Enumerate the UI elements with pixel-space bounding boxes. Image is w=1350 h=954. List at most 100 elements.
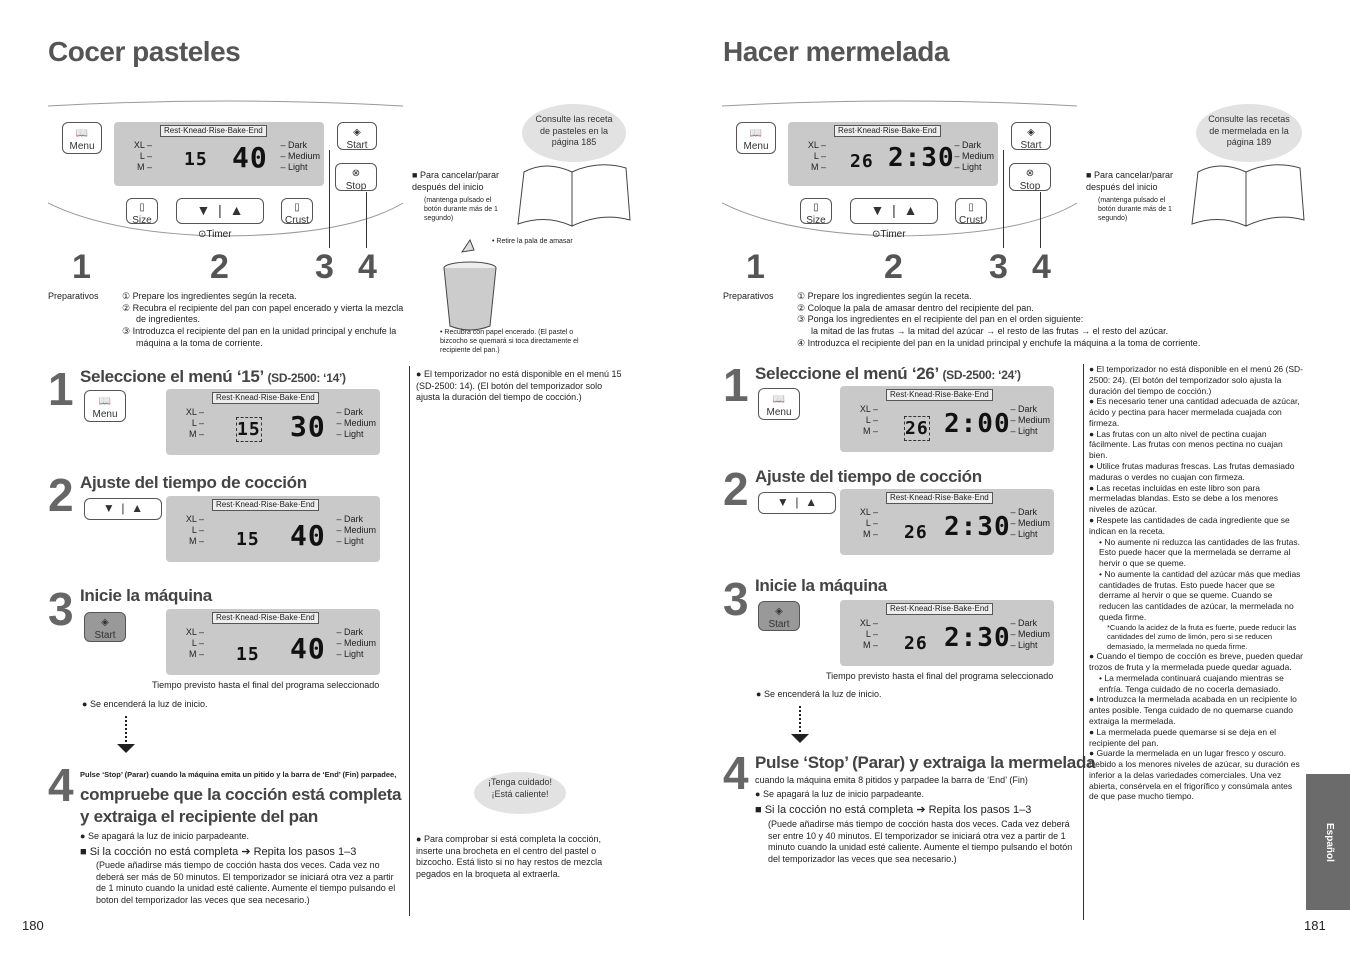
panel-outline-left xyxy=(48,100,404,237)
start-button[interactable]: ◈Start xyxy=(337,122,377,151)
time-adjust-buttons[interactable]: ▼ | ▲ xyxy=(176,198,264,224)
divider-right xyxy=(1083,364,1084,920)
pan-note: • Recubra con papel encerado. (El pastel… xyxy=(440,329,579,355)
step-4-intro: Pulse ‘Stop’ (Parar) cuando la máquina e… xyxy=(80,770,397,779)
start-icon: ◈ xyxy=(353,127,361,138)
flow-dots-right xyxy=(799,706,801,732)
step-3-number: 3 xyxy=(48,583,74,635)
note-item: ● Respete las cantidades de cada ingredi… xyxy=(1089,514,1290,536)
crust-button[interactable]: ▯Crust xyxy=(281,198,313,226)
r-step-4-heading: Pulse ‘Stop’ (Parar) y extraiga la merme… xyxy=(755,753,1096,772)
stop-button[interactable]: ⊗Stop xyxy=(335,163,377,192)
r-step4-detail: (Puede añadirse más tiempo de cocción ha… xyxy=(768,819,1073,865)
step-4-number: 4 xyxy=(48,759,74,811)
book-illustration xyxy=(517,164,631,227)
start-button-step3[interactable]: ◈Start xyxy=(84,612,126,642)
loaf-icon: ▯ xyxy=(139,202,145,213)
menu-button-right[interactable]: 📖Menu xyxy=(736,122,776,154)
menu-button-r-step1[interactable]: 📖Menu xyxy=(758,388,800,420)
notes-column: ● El temporizador no está disponible en … xyxy=(1089,364,1303,802)
stop-icon: ⊗ xyxy=(1025,168,1035,179)
r-step4-not-done: ■ Si la cocción no está completa ➔ Repit… xyxy=(755,804,1032,816)
r-step4-bullet: ● Se apagará la luz de inicio parpadeant… xyxy=(755,789,925,799)
recipe-bubble: Consulte las receta de pasteles en la pá… xyxy=(522,104,626,162)
r-step-2-number: 2 xyxy=(723,463,749,515)
stop-button-right[interactable]: ⊗Stop xyxy=(1009,163,1051,192)
stop-note: ■ Para cancelar/parar después del inicio xyxy=(412,170,499,192)
start-button-right[interactable]: ◈Start xyxy=(1011,122,1051,151)
step-3-heading: Inicie la máquina xyxy=(80,586,212,605)
step-1-number: 1 xyxy=(48,363,74,415)
flow-dots-left xyxy=(125,716,127,742)
note-footnote: *Cuando la acidez de la fruta es fuerte,… xyxy=(1107,622,1297,651)
r-step-4-intro: cuando la máquina emita 8 pitidos y parp… xyxy=(755,775,1028,785)
leader-line-4-right xyxy=(1040,192,1041,248)
r-step-3-number: 3 xyxy=(723,573,749,625)
callout-1-right: 1 xyxy=(746,248,765,286)
page-number-left: 180 xyxy=(22,918,44,933)
leader-line-4 xyxy=(366,192,367,248)
book-icon: 📖 xyxy=(749,128,763,139)
note-item: ● Es necesario tener una cantidad adecua… xyxy=(1089,396,1300,428)
step4-not-done-left: ■ Si la cocción no está completa ➔ Repit… xyxy=(80,846,357,858)
arrow-down-icon[interactable]: ▼ xyxy=(196,202,211,218)
page-number-right: 181 xyxy=(1304,918,1326,933)
lcd-display: Rest·Knead·Rise·Bake·End XL –L –M – 15 4… xyxy=(114,122,324,186)
lcd-step3: Rest·Knead·Rise·Bake·End XL –L –M – 15 4… xyxy=(166,609,380,675)
step3-caption-left: Tiempo previsto hasta el final del progr… xyxy=(152,680,380,690)
callout-2: 2 xyxy=(210,248,229,286)
book-icon: 📖 xyxy=(98,396,112,407)
start-icon: ◈ xyxy=(775,606,783,617)
crust-button-right[interactable]: ▯Crust xyxy=(955,198,987,226)
start-icon: ◈ xyxy=(1027,127,1035,138)
time-adjust-right[interactable]: ▼ | ▲ xyxy=(850,198,938,224)
note-item: ● Introduzca la mermelada acabada en un … xyxy=(1089,694,1297,726)
language-tab: Español xyxy=(1306,774,1350,910)
menu-button[interactable]: 📖Menu xyxy=(62,122,102,154)
stop-note-right: ■ Para cancelar/parar después del inicio xyxy=(1086,170,1173,192)
loaf-icon: ▯ xyxy=(813,202,819,213)
size-list: XL –L –M – xyxy=(133,140,152,172)
size-button-right[interactable]: ▯Size xyxy=(800,198,832,226)
time-adjust-r-step2[interactable]: ▼ | ▲ xyxy=(758,492,836,514)
leader-line-3 xyxy=(329,150,330,248)
stage-bar: Rest·Knead·Rise·Bake·End xyxy=(160,125,267,138)
note-subitem: • La mermelada continuará cuajando mient… xyxy=(1099,672,1284,694)
arrow-up-icon[interactable]: ▲ xyxy=(229,202,244,218)
callout-3-right: 3 xyxy=(989,248,1008,286)
callout-2-right: 2 xyxy=(884,248,903,286)
flow-arrow-right xyxy=(791,734,809,743)
prep-list-right: ① Prepare los ingredientes según la rece… xyxy=(797,291,1201,348)
menu-button-step1[interactable]: 📖Menu xyxy=(84,390,126,422)
clock-icon: ⊙ xyxy=(198,229,207,240)
lcd-menu-number: 15 xyxy=(184,149,208,170)
stop-icon: ⊗ xyxy=(351,168,361,179)
prep-label-left: Preparativos xyxy=(48,291,99,301)
recipe-bubble-right: Consulte las recetas de mermelada en la … xyxy=(1196,104,1302,162)
note-item: ● Guarde la mermelada en un lugar fresco… xyxy=(1089,748,1300,802)
lcd-r-step2: Rest·Knead·Rise·Bake·End XL –L –M – 26 2… xyxy=(840,489,1054,555)
book-icon: 📖 xyxy=(772,394,786,405)
size-button[interactable]: ▯Size xyxy=(126,198,158,226)
crust-icon: ▯ xyxy=(294,202,300,213)
lcd-time: 40 xyxy=(232,141,268,174)
step-4-heading: compruebe que la cocción está completa y… xyxy=(80,785,402,826)
callout-3: 3 xyxy=(315,248,334,286)
note-item: ● Las recetas incluidas en este libro so… xyxy=(1089,482,1278,515)
flow-arrow-left xyxy=(117,744,135,753)
leader-line-3-right xyxy=(1003,150,1004,248)
note-item: ● El temporizador no está disponible en … xyxy=(1089,364,1303,396)
start-button-r-step3[interactable]: ◈Start xyxy=(758,601,800,631)
page-title-left: Cocer pasteles xyxy=(48,36,241,67)
step4-detail-left: (Puede añadirse más tiempo de cocción ha… xyxy=(96,860,396,906)
r-step-2-heading: Ajuste del tiempo de cocción xyxy=(755,467,982,486)
note-item: ● Utilice frutas maduras frescas. Las fr… xyxy=(1089,461,1295,482)
note-item: ● Las frutas con un alto nivel de pectin… xyxy=(1089,428,1283,461)
r-step-3-heading: Inicie la máquina xyxy=(755,576,887,595)
lcd-display-right: Rest·Knead·Rise·Bake·End XL –L –M – 26 2… xyxy=(788,122,998,186)
clock-icon: ⊙ xyxy=(872,229,881,240)
divider-left xyxy=(409,366,410,916)
timer-label-right: ⊙Timer xyxy=(872,229,906,240)
step1-note: ● El temporizador no está disponible en … xyxy=(416,369,622,403)
time-adjust-step2[interactable]: ▼ | ▲ xyxy=(84,498,162,520)
